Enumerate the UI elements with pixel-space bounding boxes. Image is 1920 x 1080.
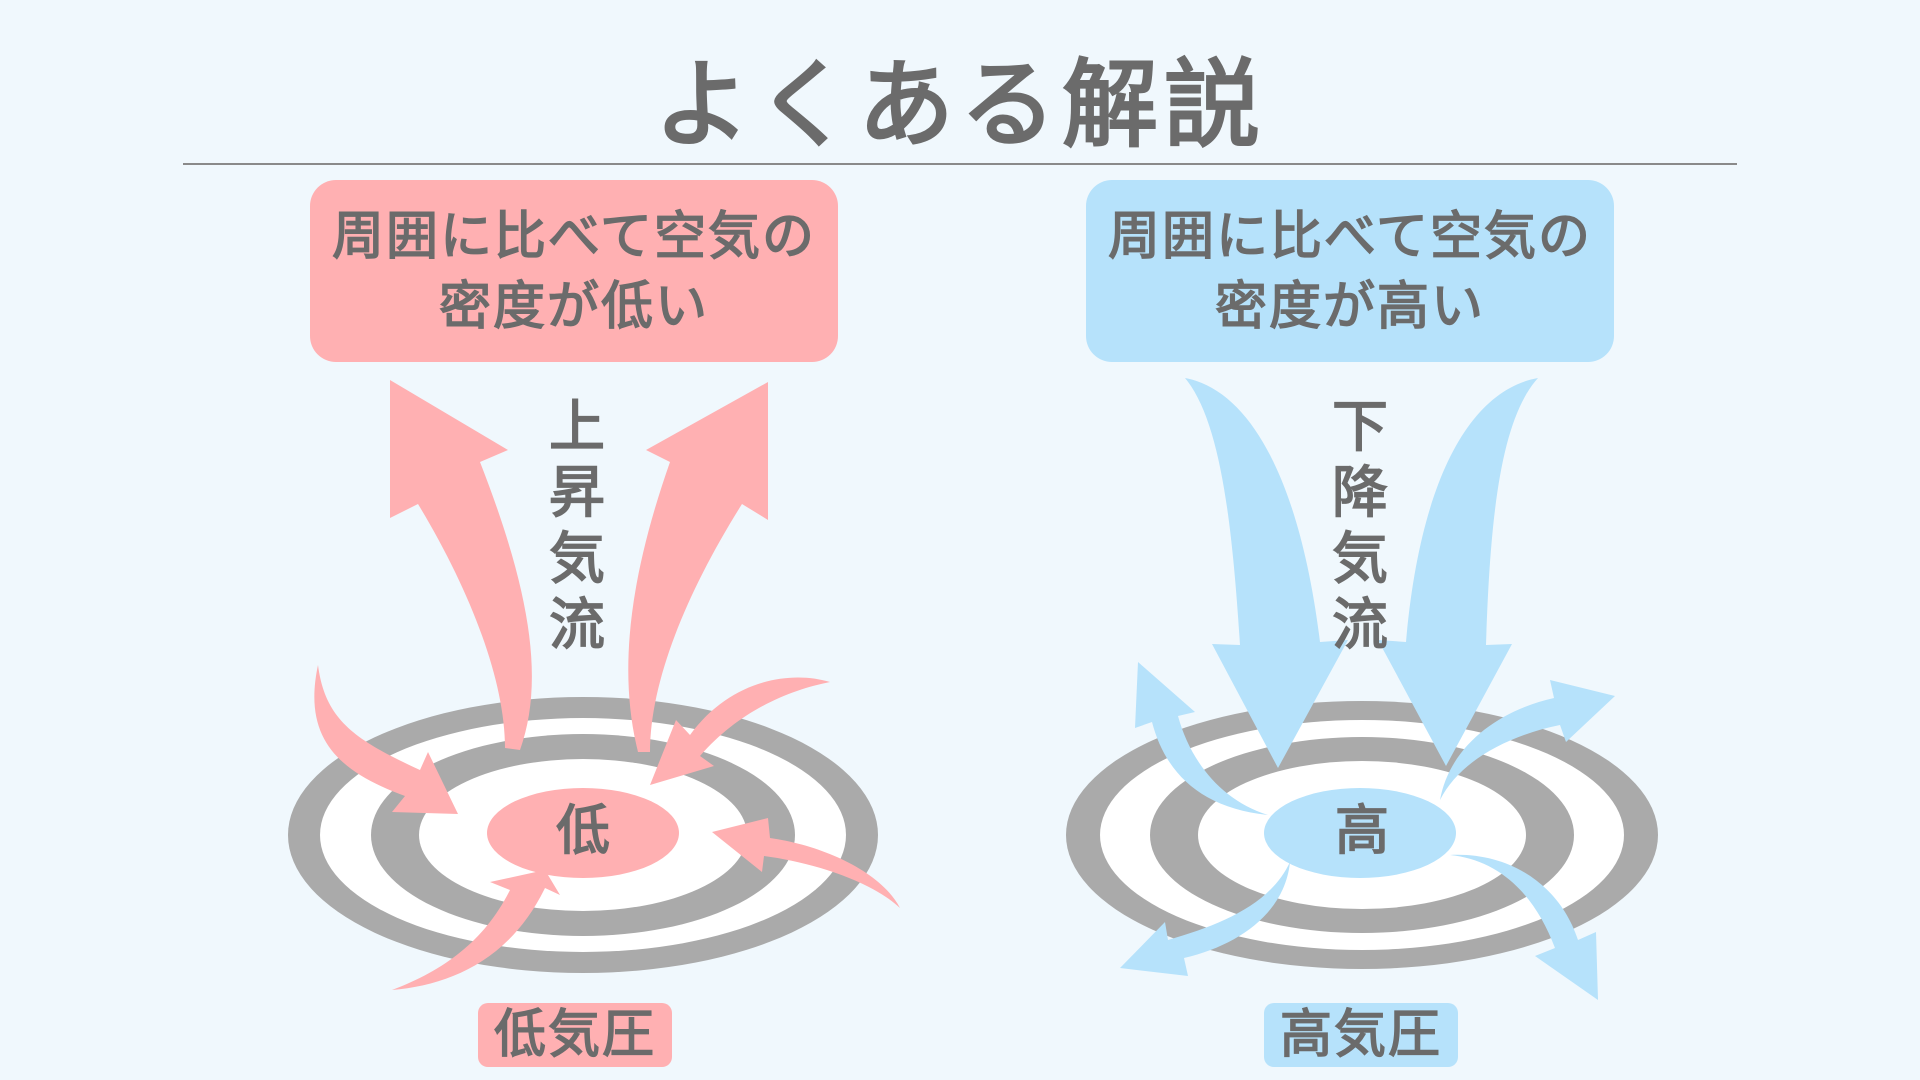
low-inflow-arrow-upper-right (650, 677, 830, 785)
high-outflow-arrow-upper-right (1440, 680, 1615, 800)
high-outflow-arrow-lower-right (1450, 854, 1598, 1000)
downdraft-char: 気 (1332, 527, 1388, 592)
low-pressure-rings (288, 697, 878, 973)
low-inflow-arrow-lower-left (392, 870, 560, 990)
high-pressure-rings (1066, 701, 1658, 969)
title-divider (183, 163, 1737, 165)
high-pressure-badge: 高気圧 (1264, 1003, 1459, 1067)
low-pressure-callout: 周囲に比べて空気の 密度が低い (310, 180, 838, 362)
high-center-ellipse (1264, 788, 1456, 878)
downdraft-char: 降 (1332, 461, 1388, 526)
page-title: よくある解説 (654, 49, 1266, 161)
low-pressure-badge: 低気圧 (478, 1003, 673, 1067)
low-updraft-arrow-left (390, 380, 532, 750)
low-callout-line-2: 密度が低い (438, 277, 709, 337)
high-callout-line-2: 密度が高い (1214, 277, 1485, 337)
downdraft-char: 下 (1332, 395, 1388, 460)
high-outflow-arrows (1120, 662, 1615, 1000)
low-callout-line-1: 周囲に比べて空気の (332, 207, 816, 267)
high-center-label: 高 (1335, 799, 1389, 862)
low-inflow-arrow-right (712, 818, 900, 908)
low-inflow-arrow-upper-left (314, 665, 458, 814)
downdraft-char: 流 (1332, 593, 1388, 658)
low-updraft-arrows (390, 380, 768, 752)
high-pressure-callout: 周囲に比べて空気の 密度が高い (1086, 180, 1614, 362)
downdraft-label: 下 降 気 流 (1320, 395, 1400, 659)
high-downdraft-arrows (1185, 378, 1538, 768)
high-callout-line-1: 周囲に比べて空気の (1108, 207, 1592, 267)
high-outflow-arrow-upper-left (1135, 662, 1268, 815)
high-outflow-arrow-lower-left (1120, 862, 1290, 976)
updraft-char: 流 (549, 593, 605, 658)
updraft-char: 昇 (549, 461, 605, 526)
low-updraft-arrow-right (628, 382, 768, 752)
updraft-char: 上 (549, 395, 605, 460)
high-downdraft-arrow-right (1378, 378, 1538, 766)
low-inflow-arrows (314, 665, 900, 990)
updraft-label: 上 昇 気 流 (537, 395, 617, 659)
low-center-ellipse (487, 788, 679, 878)
high-downdraft-arrow-left (1185, 378, 1348, 768)
updraft-char: 気 (549, 527, 605, 592)
low-center-label: 低 (556, 799, 610, 862)
